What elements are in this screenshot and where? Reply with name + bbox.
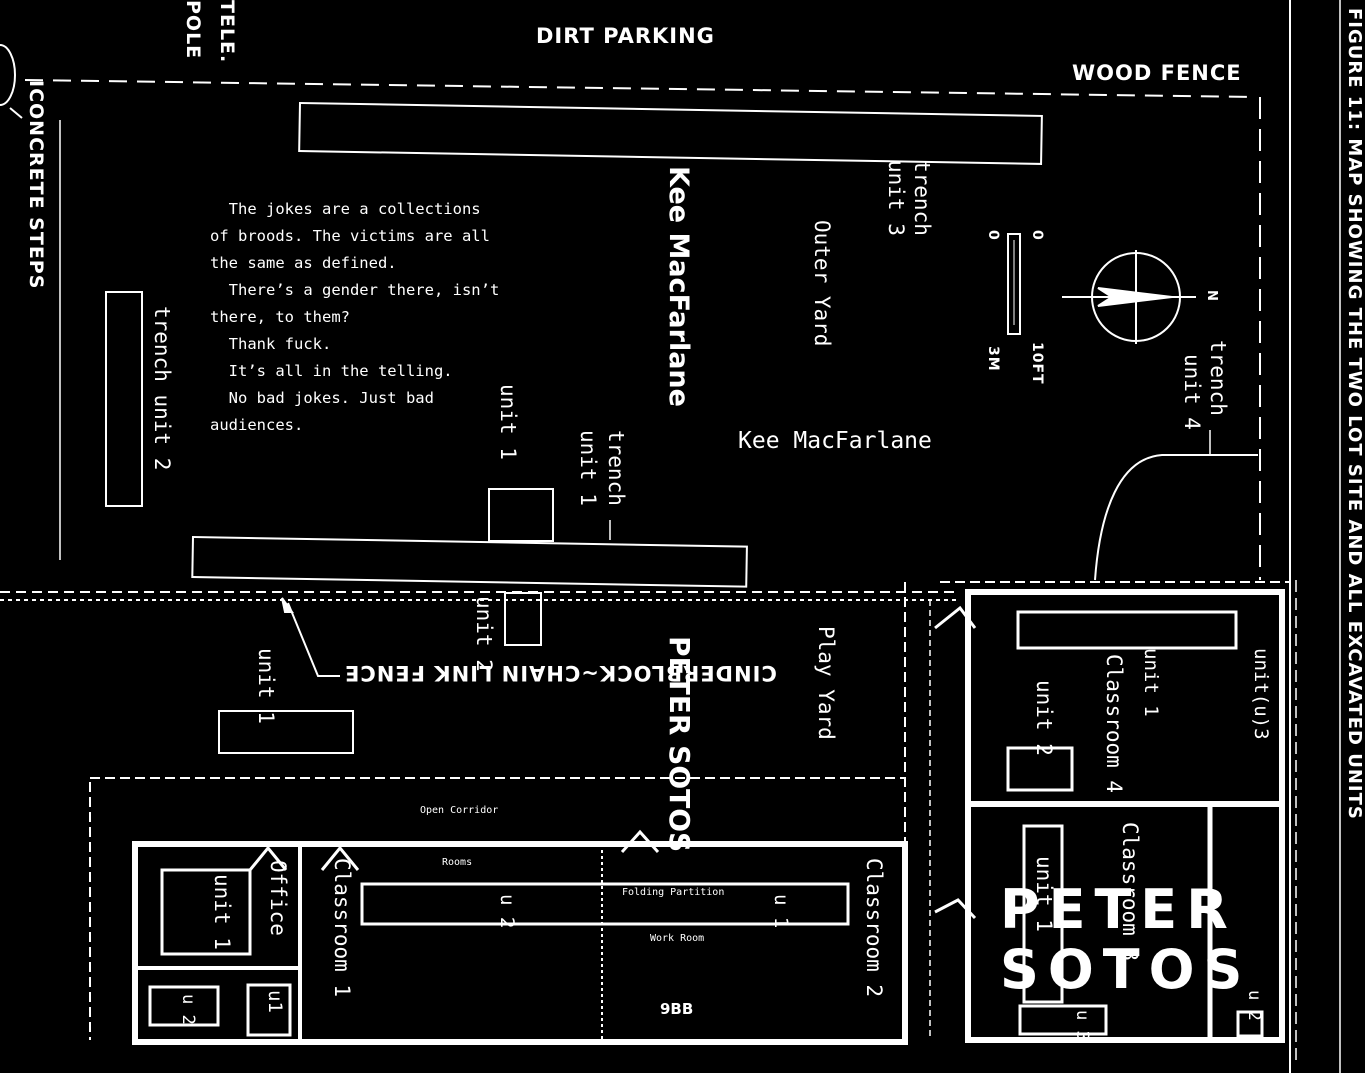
trench-unit-1-rect <box>191 535 748 588</box>
u3-bottom-label: u 3 <box>1072 1010 1092 1041</box>
dirt-parking-label: DIRT PARKING <box>536 24 715 48</box>
trench-unit-4-label-a: trench <box>1206 340 1230 416</box>
building-right-outline <box>965 589 1285 1043</box>
blurb-line: The jokes are a collections <box>210 200 481 218</box>
blurb-line: there, to them? <box>210 308 350 326</box>
north-arrow <box>1097 287 1173 307</box>
steps-arc <box>0 44 16 106</box>
unit-u3-label: unit(u)3 <box>1250 648 1272 740</box>
front-title: PETER SOTOS <box>1000 880 1251 1000</box>
scale-bar <box>1007 233 1021 335</box>
unit-2-mid-label: unit 2 <box>472 596 496 672</box>
front-title-line-1: PETER <box>1000 878 1237 941</box>
wood-fence-label: WOOD FENCE <box>1072 61 1242 85</box>
outer-yard-label: Outer Yard <box>810 220 834 347</box>
fence-pointer <box>287 602 340 677</box>
front-title-line-2: SOTOS <box>1000 938 1252 1001</box>
blurb-line: Thank fuck. <box>210 335 332 353</box>
trench-unit-4-label-b: unit 4 <box>1180 354 1204 430</box>
pole-label: POLE <box>182 0 204 60</box>
blurb-line: the same as defined. <box>210 254 397 272</box>
fence-label: CINDERBLOCK~CHAIN LINK FENCE <box>344 661 777 685</box>
open-corridor-label: Open Corridor <box>420 805 499 816</box>
front-author: Kee MacFarlane <box>738 428 932 454</box>
unit-1-left-label: unit 1 <box>254 648 278 724</box>
unit-2-box <box>504 592 542 646</box>
blurb-line: No bad jokes. Just bad <box>210 389 434 407</box>
blurb-line: audiences. <box>210 416 304 434</box>
tele-label: TELE. <box>216 0 238 64</box>
publisher-logo: 9BB <box>660 1000 694 1018</box>
property-line-top <box>24 79 1256 98</box>
spine-author: Kee MacFarlane <box>663 166 694 407</box>
figure-caption: FIGURE 11: MAP SHOWING THE TWO LOT SITE … <box>1344 8 1365 820</box>
trench-unit-3-label-a: trench <box>910 160 934 236</box>
classroom-2-label: Classroom 2 <box>862 858 886 998</box>
corridor-u-rect <box>360 882 850 926</box>
trench-unit-4-outline <box>1094 454 1258 581</box>
blurb-line: There’s a gender there, isn’t <box>210 281 500 299</box>
u1-label: u 1 <box>770 894 792 929</box>
unit-1-top-label: unit 1 <box>496 384 520 460</box>
unit-1-right-label: unit 1 <box>1140 648 1162 717</box>
office-unit-1-box <box>160 868 252 956</box>
folding-partition-label: Folding Partition <box>622 887 725 898</box>
work-room-label: Work Room <box>650 933 705 944</box>
office-unit-1-label: unit 1 <box>210 874 234 950</box>
office-label: Office <box>266 860 290 936</box>
classroom-1-label: Classroom 1 <box>330 858 354 998</box>
unit-1-left-box <box>218 710 354 754</box>
back-cover-blurb: The jokes are a collections of broods. T… <box>210 196 499 439</box>
blurb-line: It’s all in the telling. <box>210 362 453 380</box>
unit-2-right-label: unit 2 <box>1032 680 1056 756</box>
scale-10ft-label: 10FT <box>1029 342 1045 385</box>
scale-0-label-a: 0 <box>1029 230 1045 241</box>
trench-unit-3-rect <box>298 101 1043 165</box>
unit-1-box <box>488 488 554 542</box>
u1-small-label: u1 <box>264 990 286 1013</box>
play-yard-label: Play Yard <box>814 626 838 740</box>
classroom-4-label: Classroom 4 <box>1102 654 1126 794</box>
concrete-steps-label: ICONCRETE STEPS <box>25 80 47 290</box>
trench-unit-1-label-b: unit 1 <box>576 430 600 506</box>
rooms-label: Rooms <box>442 857 473 868</box>
blurb-line: of broods. The victims are all <box>210 227 490 245</box>
u2-label: u 2 <box>496 894 518 929</box>
u2-small-label: u 2 <box>178 994 198 1025</box>
trench-unit-2-label: trench unit 2 <box>150 306 174 471</box>
spine-title: PETER SOTOS <box>663 636 696 853</box>
trench-unit-2-rect <box>105 291 143 507</box>
trench-unit-1-label-a: trench <box>604 430 628 506</box>
scale-0-label-b: 0 <box>985 230 1001 241</box>
scale-3m-label: 3M <box>985 346 1001 372</box>
trench-unit-3-label-b: unit 3 <box>884 160 908 236</box>
north-label: N <box>1204 290 1219 302</box>
